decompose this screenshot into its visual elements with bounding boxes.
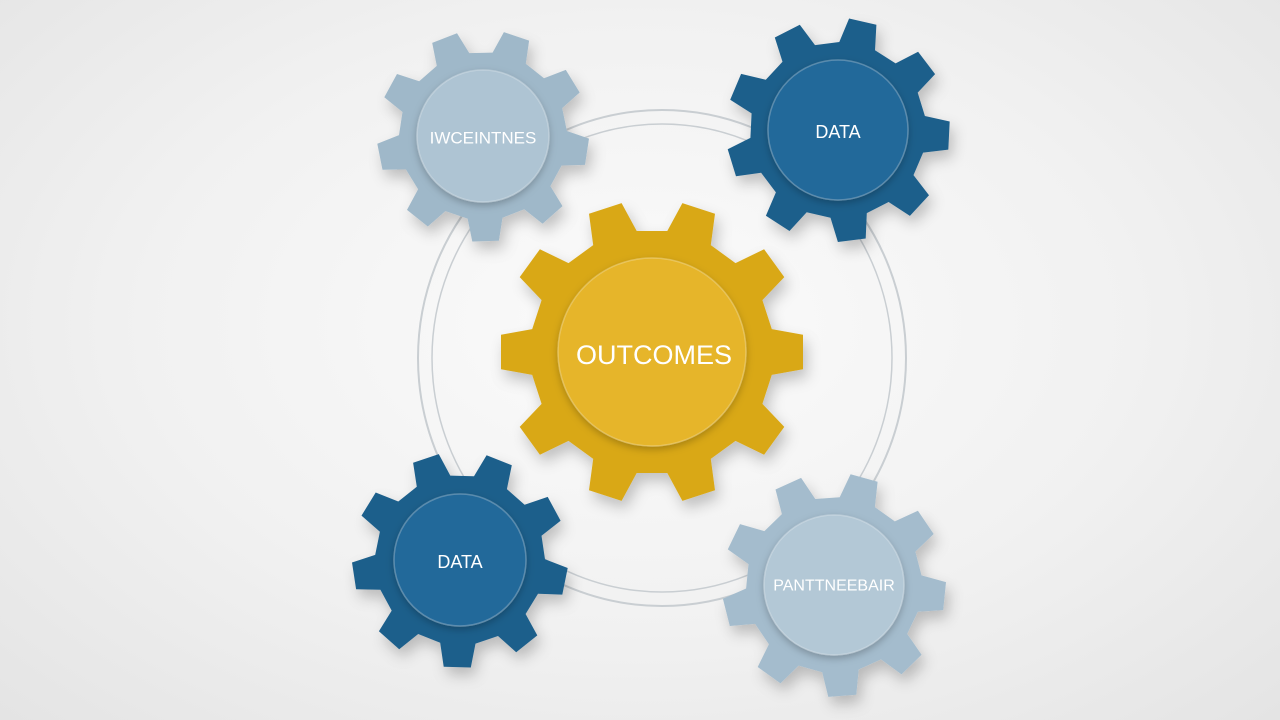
gear-top-right: DATA (727, 18, 950, 242)
gear-top-left-label: IWCEINTNES (430, 129, 537, 148)
gear-top-right-hub (767, 59, 909, 201)
gear-center: OUTCOMES (501, 203, 803, 501)
gear-bottom-left: DATA (352, 454, 568, 668)
gear-center-hub (557, 257, 747, 447)
gear-bottom-left-label: DATA (437, 552, 482, 572)
outer-ring (417, 109, 907, 607)
gear-top-right-label: DATA (815, 122, 860, 142)
gear-bottom-left-hub (393, 493, 527, 627)
gear-bottom-right: PANTTNEEBAIR (722, 474, 946, 697)
gear-top-left-hub (416, 69, 550, 203)
gear-top-left: IWCEINTNES (377, 32, 589, 242)
gear-center-label: OUTCOMES (576, 340, 732, 370)
gear-bottom-right-label: PANTTNEEBAIR (773, 578, 895, 595)
gear-bottom-right-hub (763, 514, 905, 656)
inner-ring (431, 123, 893, 593)
connecting-ring (417, 109, 907, 607)
